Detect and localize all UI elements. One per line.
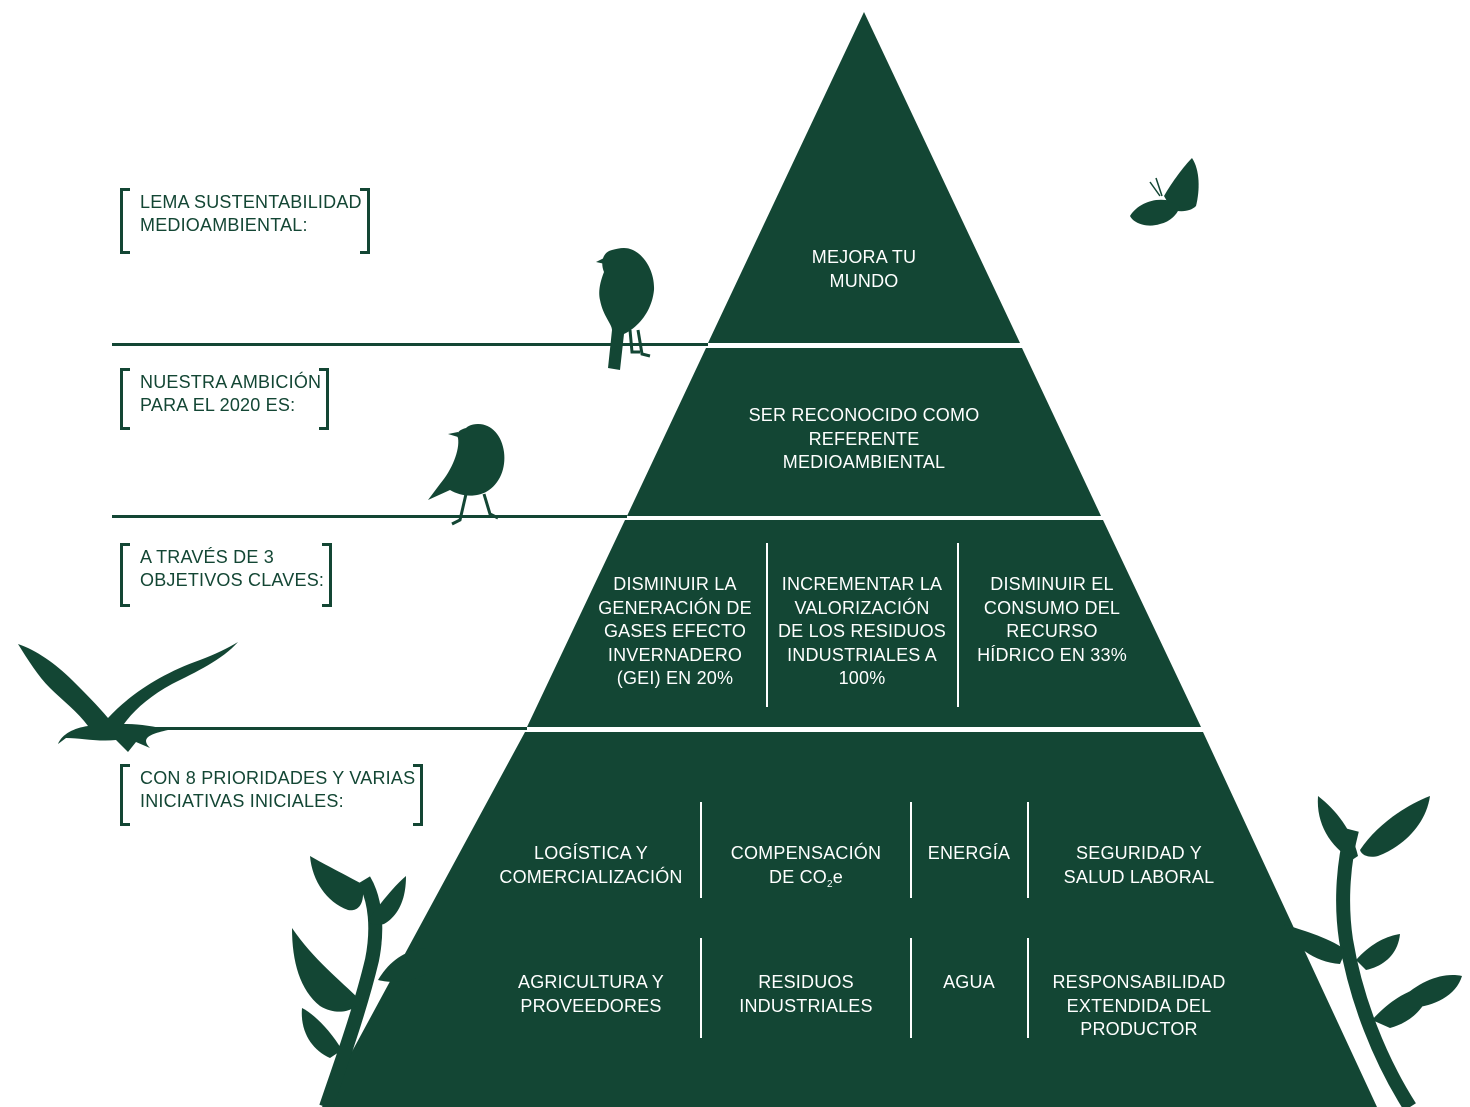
column-divider	[700, 802, 702, 898]
tier-1-text: MEJORA TU MUNDO	[811, 247, 917, 291]
label-ambicion: NUESTRA AMBICIÓN PARA EL 2020 ES:	[120, 368, 330, 430]
priority-seguridad: SEGURIDAD Y SALUD LABORAL	[1063, 843, 1215, 887]
column-divider	[910, 802, 912, 898]
label-lema: LEMA SUSTENTABILIDAD MEDIOAMBIENTAL:	[120, 188, 370, 254]
butterfly-icon	[1130, 158, 1199, 226]
column-divider	[700, 938, 702, 1038]
pyramid-tier-4	[322, 732, 1377, 1107]
column-divider	[957, 543, 959, 707]
pyramid-tier-1	[708, 12, 1020, 343]
bird-perched-icon	[428, 424, 505, 526]
bird-perched-icon	[596, 248, 655, 370]
column-divider	[766, 543, 768, 707]
bird-flying-icon	[18, 642, 238, 752]
objective-gei: DISMINUIR LA GENERACIÓN DE GASES EFECTO …	[598, 574, 752, 688]
priority-agua: AGUA	[943, 972, 995, 992]
label-objetivos: A TRAVÉS DE 3 OBJETIVOS CLAVES:	[120, 543, 333, 607]
priority-compensacion: COMPENSACIÓN DE CO2e	[730, 843, 882, 890]
objective-residuos: INCREMENTAR LA VALORIZACIÓN DE LOS RESID…	[777, 574, 947, 688]
pyramid-tier-2	[627, 348, 1101, 516]
pyramid-tier-3	[527, 520, 1201, 727]
column-divider	[1027, 938, 1029, 1038]
divider-line-1	[112, 343, 708, 346]
label-prioridades: CON 8 PRIORIDADES Y VARIAS INICIATIVAS I…	[120, 764, 424, 826]
divider-line-3	[112, 727, 527, 730]
column-divider	[1027, 802, 1029, 898]
priority-energia: ENERGÍA	[927, 843, 1011, 863]
plant-right-icon	[1284, 796, 1462, 1107]
objective-hidrico: DISMINUIR EL CONSUMO DEL RECURSO HÍDRICO…	[977, 574, 1127, 665]
priority-responsabilidad: RESPONSABILIDAD EXTENDIDA DEL PRODUCTOR	[1052, 972, 1226, 1039]
divider-line-2	[112, 515, 627, 518]
priority-residuos: RESIDUOS INDUSTRIALES	[739, 972, 873, 1016]
tier-2-text: SER RECONOCIDO COMO REFERENTE MEDIOAMBIE…	[748, 405, 980, 472]
column-divider	[910, 938, 912, 1038]
priority-agricultura: AGRICULTURA Y PROVEEDORES	[518, 972, 664, 1016]
priority-logistica: LOGÍSTICA Y COMERCIALIZACIÓN	[499, 843, 683, 887]
plant-left-icon	[292, 856, 426, 1107]
